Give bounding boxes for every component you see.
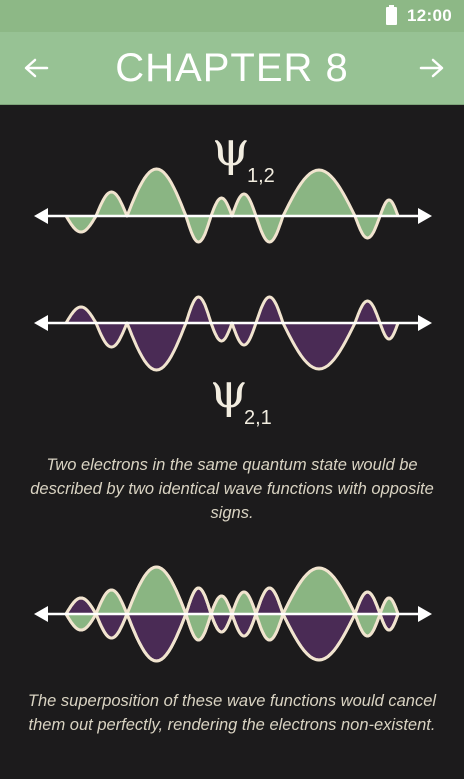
axis-arrow-right [418,606,432,622]
page-title: CHAPTER 8 [115,46,349,90]
wave-fill [66,297,398,370]
axis-arrow-right [418,315,432,331]
psi-12-symbol: ψ [212,121,250,177]
axis-arrow-right [418,208,432,224]
back-button[interactable] [18,50,54,86]
psi-12-subscript: 1,2 [247,165,275,187]
axis-arrow-left [34,315,48,331]
wave-psi-12 [34,167,432,244]
app-bar: CHAPTER 8 [0,32,464,105]
wave-fill [66,169,398,242]
arrow-left-icon [24,58,49,78]
wave-fill [66,588,398,661]
axis-arrow-left [34,208,48,224]
arrow-right-icon [419,58,444,78]
axis-arrow-left [34,606,48,622]
wave-fill-overlay [66,567,398,640]
forward-button[interactable] [414,50,450,86]
status-bar: 12:00 [0,0,464,32]
caption-superposition: The superposition of these wave function… [27,692,437,734]
caption-identical-wave-functions: Two electrons in the same quantum state … [30,456,434,522]
wave-psi-21 [34,295,432,372]
wave-superposition [34,565,432,663]
psi-21-symbol: ψ [210,363,248,419]
psi-21-subscript: 2,1 [244,407,272,429]
battery-icon [386,5,397,25]
status-time: 12:00 [407,6,452,25]
